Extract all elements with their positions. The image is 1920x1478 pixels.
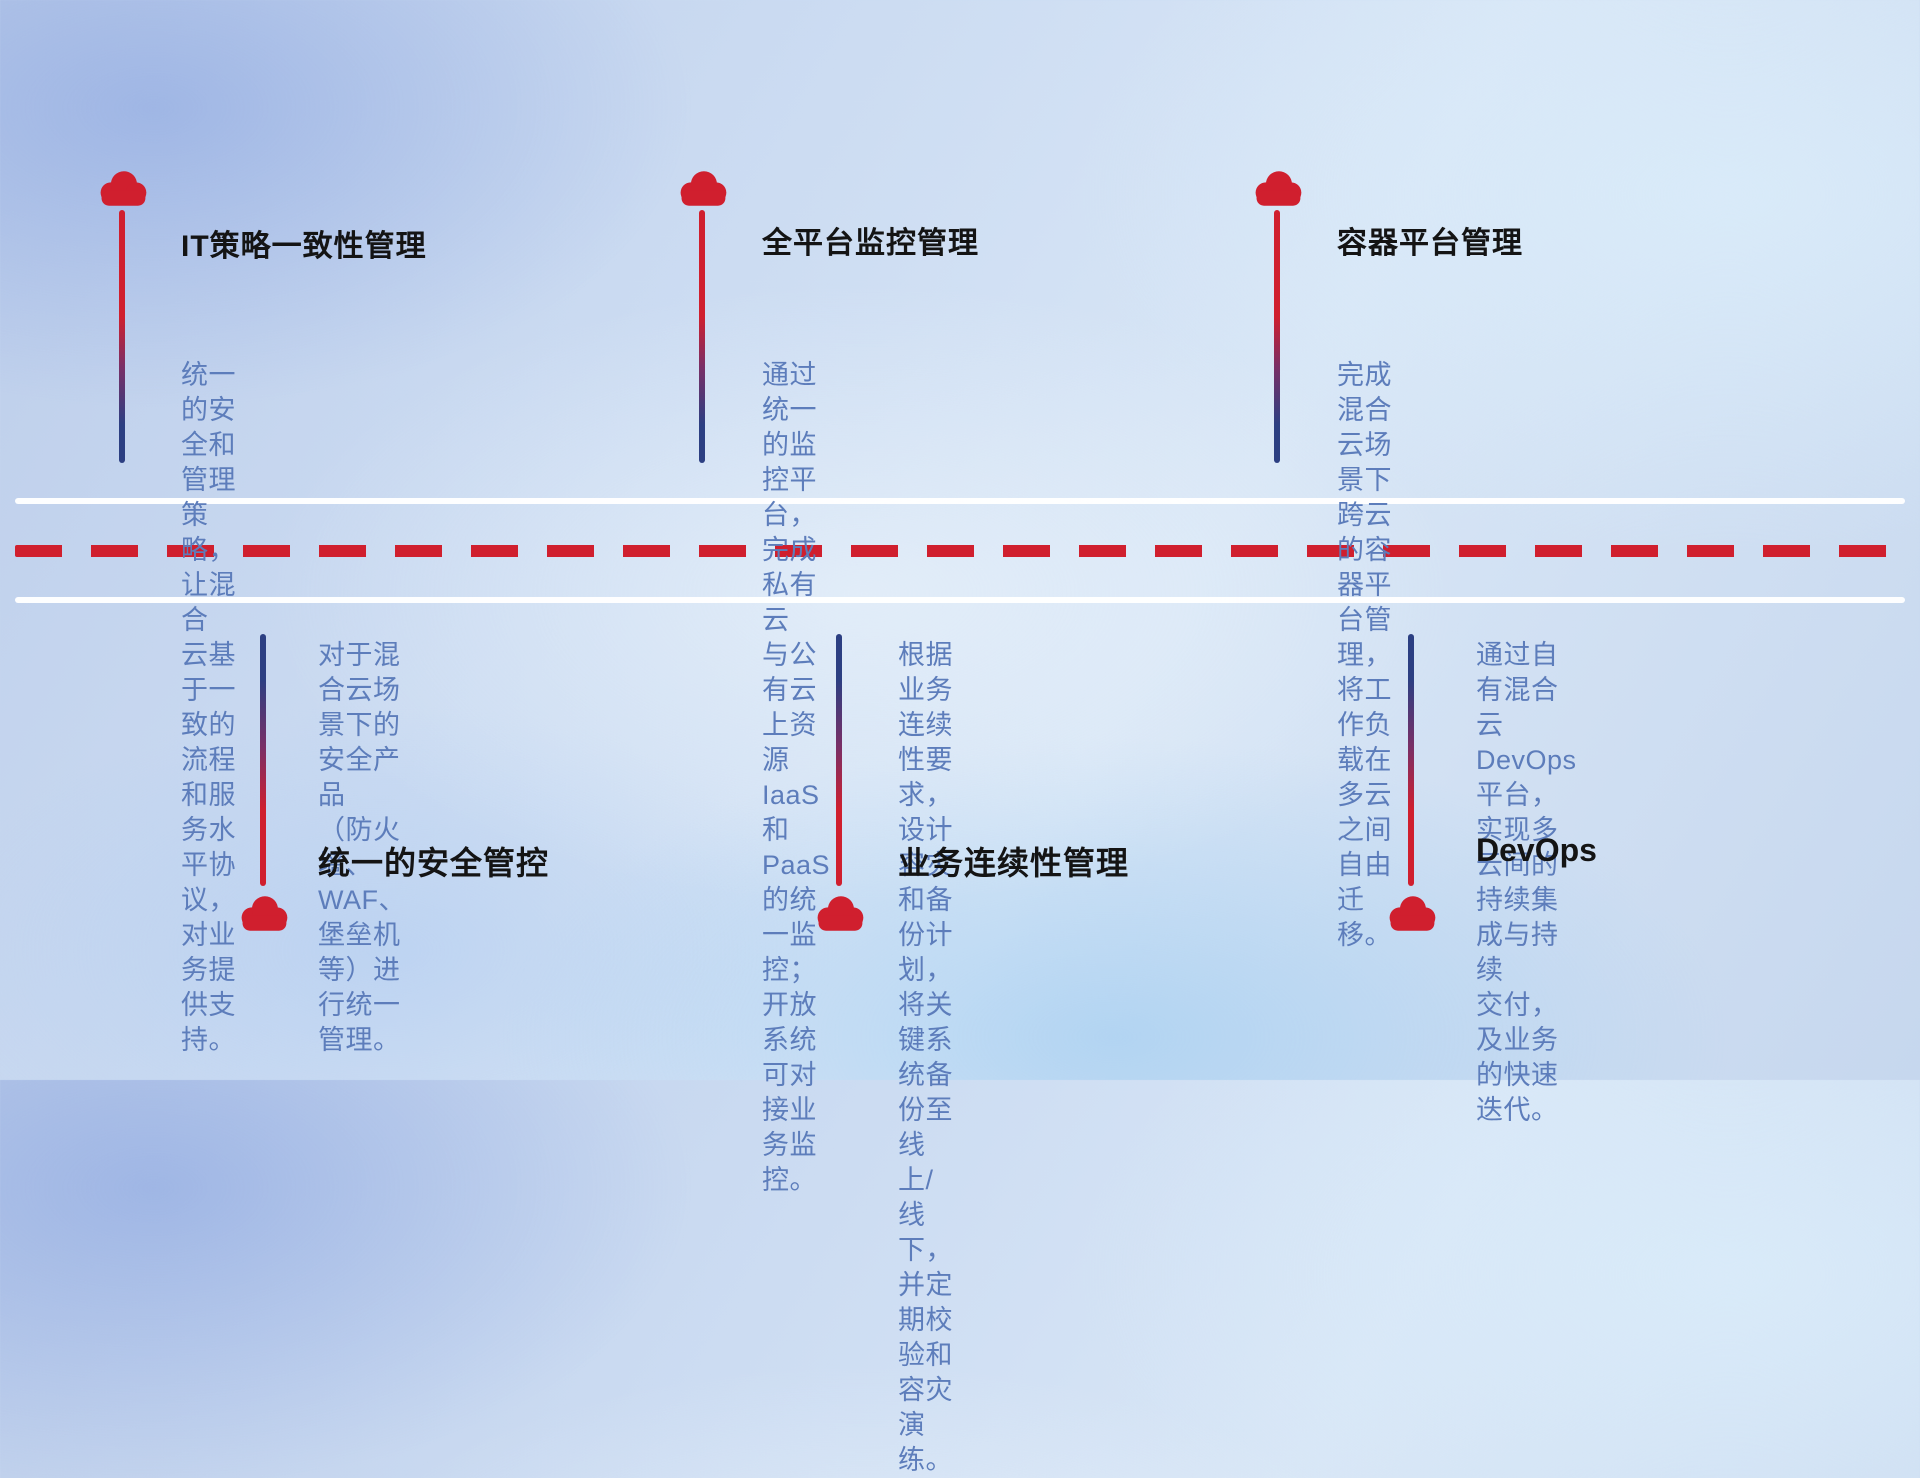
cloud-icon — [675, 168, 731, 208]
road-line-bottom — [15, 597, 1905, 603]
connector-line — [119, 210, 125, 463]
cloud-icon — [1250, 168, 1306, 208]
item-description: 统一的安全和管理策略，让混合 云基于一致的流程和服务水平协 议，对业务提供支持。 — [181, 360, 236, 1055]
cloud-icon — [1384, 893, 1440, 933]
cloud-icon — [812, 893, 868, 933]
road-dashed-centerline — [15, 545, 1905, 557]
item-title: DevOps — [1476, 832, 1597, 868]
cloud-icon — [236, 893, 292, 933]
cloud-icon — [95, 168, 151, 208]
connector-line — [1274, 210, 1280, 463]
connector-line — [1408, 634, 1414, 886]
item-description: 根据业务连续性要求，设计容灾 和备份计划，将关键系统备份至 线上/线下，并定期校… — [898, 640, 953, 1475]
road-line-top — [15, 498, 1905, 504]
connector-line — [260, 634, 266, 886]
item-title: 容器平台管理 — [1337, 227, 1523, 260]
item-description: 通过自有混合云DevOps平台， 实现多云间的持续集成与持续 交付，及业务的快速… — [1476, 640, 1577, 1125]
item-description: 完成混合云场景下跨云的容器平 台管理，将工作负载在多云之间 自由迁移。 — [1337, 360, 1392, 950]
item-description: 对于混合云场景下的安全产品 （防火墙、WAF、堡垒机等）进 行统一管理。 — [318, 640, 406, 1055]
connector-line — [836, 634, 842, 886]
item-title: IT策略一致性管理 — [181, 230, 427, 263]
item-title: 业务连续性管理 — [898, 845, 1130, 881]
connector-line — [699, 210, 705, 463]
item-title: 统一的安全管控 — [318, 845, 550, 881]
item-title: 全平台监控管理 — [762, 227, 979, 260]
item-description: 通过统一的监控平台，完成私有云 与公有云上资源IaaS和PaaS的统 一监控；开… — [762, 360, 831, 1195]
